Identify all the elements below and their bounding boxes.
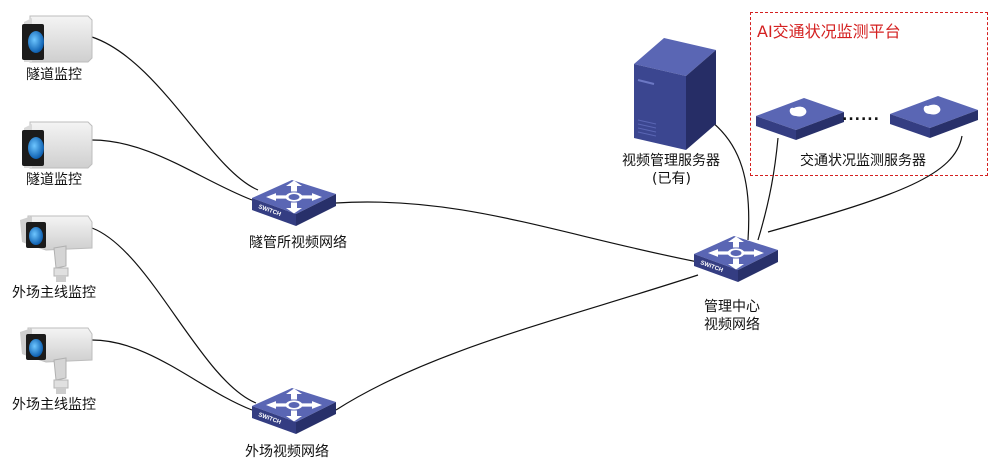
camera-1-label: 隧道监控 bbox=[26, 67, 82, 83]
ai-platform-boundary bbox=[750, 12, 988, 176]
link-cam4-field-switch bbox=[91, 339, 253, 411]
link-ai2-center bbox=[767, 135, 963, 233]
link-videoserver-center bbox=[711, 121, 750, 241]
center-switch-icon bbox=[692, 234, 780, 284]
camera-4-label: 外场主线监控 bbox=[12, 397, 96, 413]
center-switch-label-1: 管理中心 bbox=[704, 299, 760, 315]
field-camera-1 bbox=[19, 215, 93, 283]
link-ai1-center bbox=[757, 137, 779, 241]
field-switch-label: 外场视频网络 bbox=[245, 444, 329, 460]
tunnel-switch-label: 隧管所视频网络 bbox=[249, 235, 347, 251]
camera-3-label: 外场主线监控 bbox=[12, 285, 96, 301]
link-tunnel-center bbox=[335, 201, 699, 263]
tunnel-camera-2 bbox=[21, 121, 93, 169]
link-cam3-field-switch bbox=[91, 227, 257, 404]
tunnel-switch-icon bbox=[250, 178, 338, 228]
ai-platform-title: AI交通状况监测平台 bbox=[757, 22, 901, 41]
camera-2-label: 隧道监控 bbox=[26, 172, 82, 188]
video-server-label-2: (已有) bbox=[652, 171, 691, 187]
video-server-icon bbox=[634, 38, 716, 150]
connection-lines bbox=[91, 36, 963, 411]
ai-server-label: 交通状况监测服务器 bbox=[800, 153, 926, 169]
video-server-label-1: 视频管理服务器 bbox=[622, 153, 720, 169]
link-cam2-tunnel-switch bbox=[91, 139, 253, 201]
field-camera-2 bbox=[19, 327, 93, 395]
tunnel-camera-1 bbox=[21, 15, 93, 63]
link-field-center bbox=[335, 274, 699, 411]
link-cam1-tunnel-switch bbox=[91, 36, 259, 191]
field-switch-icon bbox=[250, 386, 338, 436]
center-switch-label-2: 视频网络 bbox=[704, 317, 760, 333]
ai-server-ellipsis: ...... bbox=[842, 108, 880, 124]
